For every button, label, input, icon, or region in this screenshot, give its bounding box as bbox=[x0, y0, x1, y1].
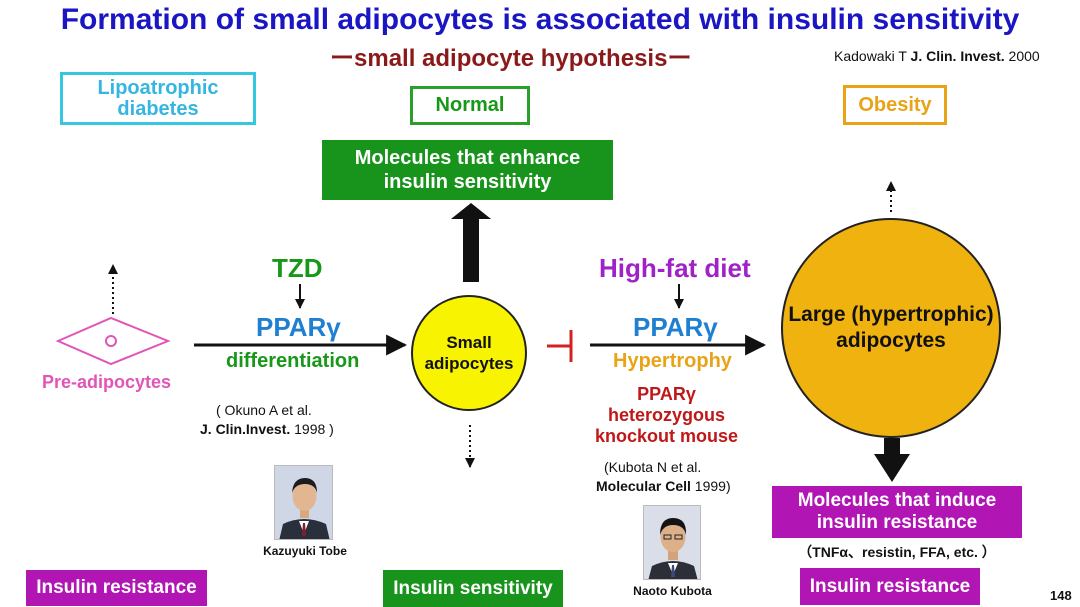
lipoatrophic-diabetes-box: Lipoatrophic diabetes bbox=[60, 72, 256, 125]
okuno-reference-year: 1998 ) bbox=[290, 421, 334, 437]
person-portrait-icon bbox=[275, 466, 332, 539]
enhance-molecules-box: Molecules that enhance insulin sensitivi… bbox=[322, 140, 613, 200]
normal-box: Normal bbox=[410, 86, 530, 125]
citation-author: Kadowaki T bbox=[834, 48, 911, 64]
induce-down-arrow bbox=[874, 438, 910, 482]
hypertrophy-label: Hypertrophy bbox=[613, 350, 732, 372]
okuno-reference-journal: J. Clin.Invest. bbox=[200, 421, 291, 437]
kazuyuki-tobe-name: Kazuyuki Tobe bbox=[263, 544, 347, 558]
okuno-reference-authors: ( Okuno A et al. bbox=[216, 402, 312, 418]
insulin-sensitivity-box: Insulin sensitivity bbox=[383, 570, 563, 607]
pre-adipocyte-nucleus bbox=[105, 335, 117, 347]
ppar-gamma-left-label: PPARγ bbox=[256, 312, 341, 342]
slide-subtitle: ーsmall adipocyte hypothesisー bbox=[330, 38, 691, 73]
kubota-reference-authors: (Kubota N et al. bbox=[604, 459, 702, 475]
slide-title: Formation of small adipocytes is associa… bbox=[60, 3, 1020, 36]
citation: Kadowaki T J. Clin. Invest. 2000 bbox=[834, 48, 1040, 64]
enhance-up-arrow bbox=[451, 203, 491, 282]
kazuyuki-tobe-photo bbox=[274, 465, 333, 540]
citation-journal: J. Clin. Invest. bbox=[910, 48, 1005, 64]
pre-adipocyte-cell-shape bbox=[55, 316, 171, 366]
knockout-mouse-label: PPARγ heterozygous knockout mouse bbox=[594, 384, 739, 446]
differentiation-label: differentiation bbox=[226, 350, 360, 372]
large-adipocytes-circle: Large (hypertrophic) adipocytes bbox=[781, 218, 1001, 438]
pre-adipocytes-label: Pre-adipocytes bbox=[42, 372, 172, 392]
high-fat-diet-label: High-fat diet bbox=[599, 253, 751, 283]
kubota-reference-year: 1999) bbox=[690, 478, 731, 494]
subtitle-dash-left: ー bbox=[330, 45, 354, 72]
inhibition-symbol bbox=[547, 330, 573, 362]
induce-molecules-box: Molecules that induce insulin resistance bbox=[772, 486, 1022, 538]
page-number: 148 bbox=[1050, 588, 1072, 603]
insulin-resistance-right-box: Insulin resistance bbox=[800, 568, 980, 605]
ppar-gamma-right-label: PPARγ bbox=[633, 312, 718, 342]
small-adipocytes-circle: Small adipocytes bbox=[411, 295, 527, 411]
tzd-label: TZD bbox=[272, 253, 323, 283]
okuno-reference: ( Okuno A et al. J. Clin.Invest. 1998 ) bbox=[200, 401, 378, 439]
obesity-box: Obesity bbox=[843, 85, 947, 125]
kubota-reference: (Kubota N et al. Molecular Cell 1999) bbox=[596, 458, 766, 496]
citation-year: 2000 bbox=[1004, 48, 1040, 64]
naoto-kubota-name: Naoto Kubota bbox=[633, 584, 712, 598]
subtitle-text: small adipocyte hypothesis bbox=[354, 45, 668, 72]
subtitle-dash-right: ー bbox=[667, 45, 692, 72]
naoto-kubota-photo bbox=[643, 505, 701, 580]
insulin-resistance-left-box: Insulin resistance bbox=[26, 570, 207, 606]
kubota-reference-journal: Molecular Cell bbox=[596, 478, 691, 494]
person-portrait-icon bbox=[644, 506, 700, 579]
induce-molecules-examples: （TNFα、resistin, FFA, etc. ） bbox=[798, 544, 996, 560]
